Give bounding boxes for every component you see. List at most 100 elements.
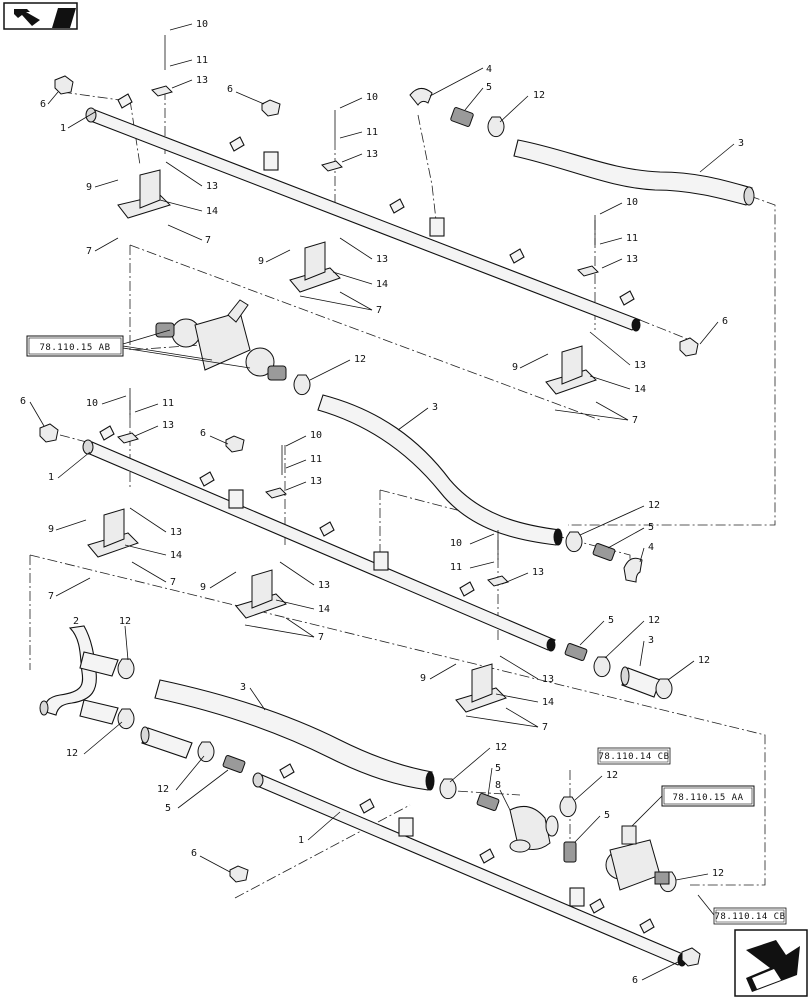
reference-cb-bottom[interactable]: 78.110.14 CB	[713, 907, 787, 925]
reference-ab[interactable]: 78.110.15 AB	[26, 335, 124, 357]
callout-9: 9	[86, 182, 92, 193]
strainer	[509, 805, 559, 853]
s-hose	[39, 625, 119, 725]
callout-6: 6	[200, 428, 206, 439]
reference-cb-top[interactable]: 78.110.14 CB	[597, 747, 671, 765]
reference-aa[interactable]: 78.110.15 AA	[661, 785, 755, 807]
reference-cb-top-label: 78.110.14 CB	[598, 752, 669, 762]
callout-12: 12	[712, 868, 724, 879]
ball-valve-lower	[605, 825, 670, 891]
callout-12: 12	[157, 784, 169, 795]
callout-3: 3	[738, 138, 744, 149]
callout-labels: 10 11 13 6 1 6 10 11 13 4 5 12 3 9 13 14…	[20, 19, 744, 986]
book-navigation-icon[interactable]	[3, 2, 78, 30]
callout-12: 12	[698, 655, 710, 666]
callout-7: 7	[205, 235, 211, 246]
callout-13: 13	[634, 360, 646, 371]
callout-11: 11	[162, 398, 174, 409]
callout-14: 14	[542, 697, 554, 708]
ball-valve-upper	[155, 299, 287, 381]
callout-12: 12	[119, 616, 131, 627]
mount-brackets	[87, 35, 599, 713]
elbow-fittings	[409, 88, 643, 583]
callout-5: 5	[486, 82, 492, 93]
callout-11: 11	[196, 55, 208, 66]
callout-14: 14	[170, 550, 182, 561]
callout-1: 1	[48, 472, 54, 483]
callout-7: 7	[318, 632, 324, 643]
callout-12: 12	[606, 770, 618, 781]
callout-12: 12	[495, 742, 507, 753]
callout-11: 11	[310, 454, 322, 465]
callout-5: 5	[604, 810, 610, 821]
callout-1: 1	[60, 123, 66, 134]
callout-6: 6	[227, 84, 233, 95]
callout-13: 13	[376, 254, 388, 265]
callout-7: 7	[542, 722, 548, 733]
callout-13: 13	[318, 580, 330, 591]
callout-3: 3	[648, 635, 654, 646]
callout-13: 13	[626, 254, 638, 265]
callout-7: 7	[86, 246, 92, 257]
callout-12: 12	[354, 354, 366, 365]
callout-7: 7	[376, 305, 382, 316]
callout-7: 7	[632, 415, 638, 426]
hose-short-lower	[140, 726, 193, 759]
boom-pipe-upper	[85, 93, 641, 332]
callout-9: 9	[420, 673, 426, 684]
callout-11: 11	[626, 233, 638, 244]
callout-10: 10	[450, 538, 462, 549]
reference-aa-label: 78.110.15 AA	[672, 793, 743, 803]
callout-4: 4	[486, 64, 492, 75]
callout-12: 12	[66, 748, 78, 759]
callout-13: 13	[542, 674, 554, 685]
callout-2: 2	[73, 616, 79, 627]
callout-14: 14	[634, 384, 646, 395]
callout-5: 5	[165, 803, 171, 814]
callout-8: 8	[495, 780, 501, 791]
callout-9: 9	[200, 582, 206, 593]
next-page-arrow-icon[interactable]	[734, 929, 808, 997]
callout-10: 10	[366, 92, 378, 103]
callout-13: 13	[170, 527, 182, 538]
callout-13: 13	[366, 149, 378, 160]
callout-13: 13	[162, 420, 174, 431]
callout-12: 12	[648, 500, 660, 511]
callout-9: 9	[48, 524, 54, 535]
hose-short-right	[620, 666, 661, 698]
callout-6: 6	[191, 848, 197, 859]
callout-4: 4	[648, 542, 654, 553]
callout-10: 10	[310, 430, 322, 441]
callout-10: 10	[626, 197, 638, 208]
callout-3: 3	[432, 402, 438, 413]
callout-5: 5	[495, 763, 501, 774]
callout-14: 14	[318, 604, 330, 615]
hose-lower	[154, 679, 435, 791]
callout-7: 7	[170, 577, 176, 588]
callout-3: 3	[240, 682, 246, 693]
callout-13: 13	[310, 476, 322, 487]
callout-6: 6	[632, 975, 638, 986]
callout-9: 9	[512, 362, 518, 373]
callout-6: 6	[20, 396, 26, 407]
reference-cb-bottom-label: 78.110.14 CB	[714, 912, 785, 922]
callout-10: 10	[196, 19, 208, 30]
threaded-fittings	[222, 107, 616, 863]
callout-10: 10	[86, 398, 98, 409]
boom-pipe-lower	[252, 763, 687, 967]
end-caps	[39, 75, 701, 967]
boom-pipe-middle	[82, 425, 556, 652]
callout-12: 12	[533, 90, 545, 101]
callout-5: 5	[608, 615, 614, 626]
callout-13: 13	[532, 567, 544, 578]
hose-middle	[317, 394, 563, 546]
callout-6: 6	[722, 316, 728, 327]
callout-5: 5	[648, 522, 654, 533]
callout-7: 7	[48, 591, 54, 602]
hose-upper	[513, 139, 755, 206]
callout-9: 9	[258, 256, 264, 267]
callout-13: 13	[196, 75, 208, 86]
callout-11: 11	[450, 562, 462, 573]
reference-ab-label: 78.110.15 AB	[39, 343, 110, 353]
